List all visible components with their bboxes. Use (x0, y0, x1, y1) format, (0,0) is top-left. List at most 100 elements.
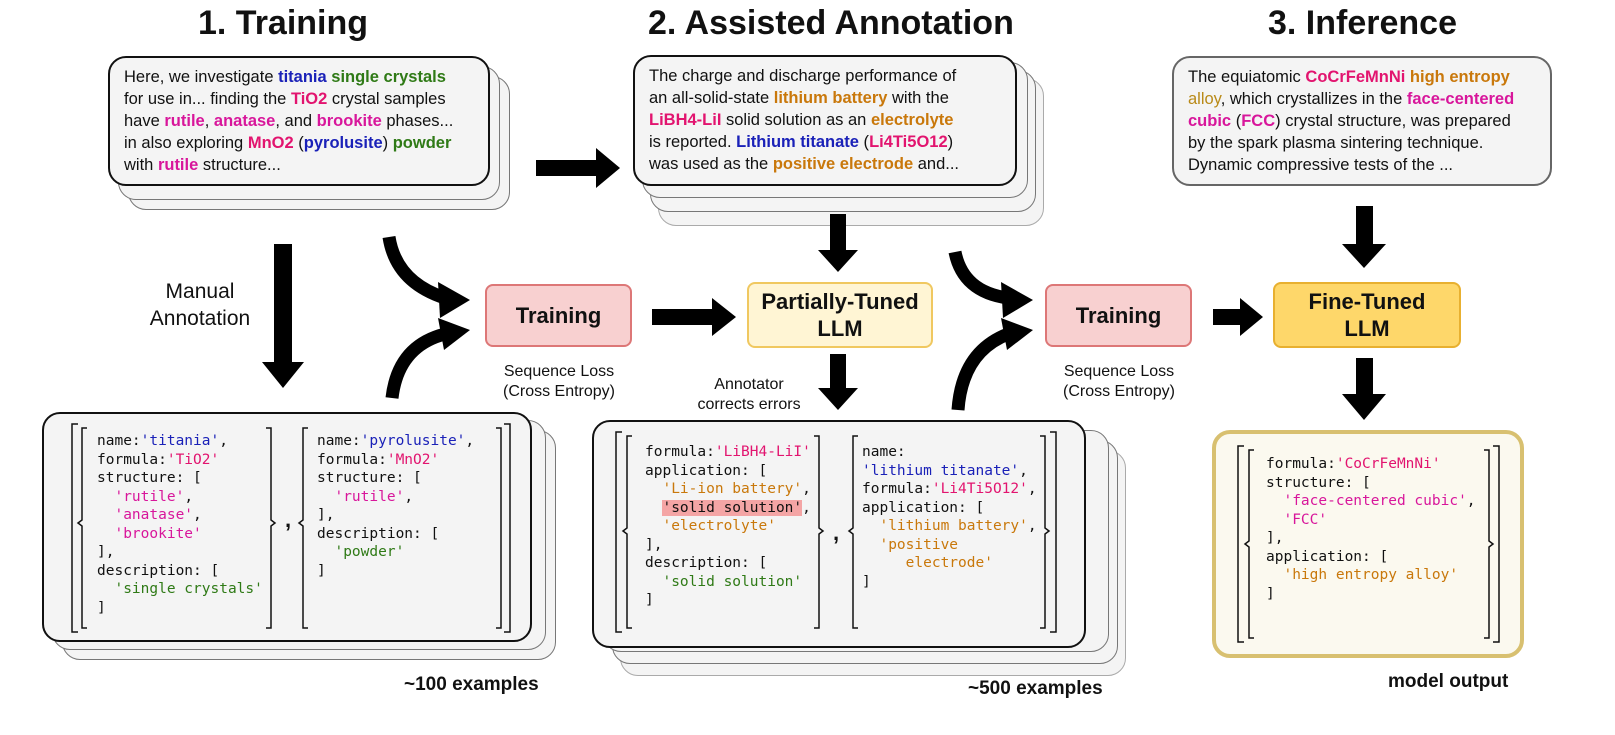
curved-arrow-heads (438, 282, 1033, 350)
text-segment: rutile (157, 156, 199, 174)
text-segment: ], description: [ (645, 536, 768, 571)
text-segment: ] (645, 592, 654, 608)
text-segment: name: (862, 444, 906, 460)
text-segment: 'CoCrFeMnNi' (1335, 456, 1441, 472)
text-segment: , (1466, 493, 1476, 509)
text-segment: 'powder' (334, 544, 405, 560)
text-segment: 'MnO2' (386, 451, 440, 468)
text-segment: , (193, 507, 202, 523)
text-segment: rutile (164, 112, 205, 130)
text-segment: lithium battery (773, 89, 888, 107)
text-segment: , (204, 112, 214, 130)
text-segment: single crystals (331, 68, 446, 86)
text-segment: , ], description: [ (317, 488, 440, 542)
outer-bracket (1050, 431, 1057, 633)
text-segment: crystal samples have (124, 90, 446, 130)
outer-bracket (71, 423, 78, 633)
text-segment: 'TiO2' (166, 451, 220, 468)
curved-arrow-annotation1-training (385, 327, 447, 399)
text-segment: ) (382, 134, 393, 152)
text-segment: 'electrolyte' (662, 518, 776, 534)
inner-bracket (1040, 435, 1051, 629)
text-segment: , (802, 481, 811, 497)
section-title-training: 1. Training (198, 4, 369, 42)
training-passage-text: Here, we investigate titania single crys… (110, 58, 488, 184)
text-segment: ], description: [ (97, 544, 220, 579)
text-segment: 'anatase' (114, 507, 194, 523)
text-segment: ) was used as the (649, 133, 954, 173)
bracket-group (71, 423, 1500, 643)
text-segment: 'LiBH4-LiI' (714, 444, 811, 460)
text-segment: structure: [ (317, 470, 422, 486)
inner-bracket (1484, 449, 1495, 639)
inference-passage-text: The equiatomic CoCrFeMnNi high entropy a… (1174, 58, 1550, 184)
inner-bracket (266, 427, 277, 629)
text-segment: 'solid solution' (662, 499, 803, 516)
text-segment: , (184, 488, 194, 505)
model-output-record: formula:'CoCrFeMnNi' structure: [ 'face-… (1266, 455, 1476, 603)
text-segment: , formula: (97, 433, 228, 468)
arrow-passage-to-partial (818, 214, 858, 272)
section-title-assisted-annotation: 2. Assisted Annotation (648, 4, 1014, 42)
inner-bracket (847, 435, 858, 629)
annotation-record-lithium-titanate: name: 'lithium titanate', formula:'Li4Ti… (862, 443, 1037, 591)
text-segment: name: (97, 433, 141, 449)
curved-arrow-annotation2-training (951, 327, 1011, 411)
text-segment: ] (862, 573, 871, 590)
assisted-passage-text: The charge and discharge performance of … (635, 57, 1015, 183)
outer-bracket (615, 431, 622, 633)
text-segment: ( (293, 134, 304, 152)
arrow-training2-to-finetuned (1213, 298, 1263, 336)
model-output-card (1212, 430, 1524, 658)
text-segment: 'brookite' (114, 525, 202, 542)
text-segment: 'FCC' (1283, 511, 1328, 528)
arrowhead (1001, 318, 1033, 350)
text-segment: 'pyrolusite' (360, 433, 466, 449)
text-segment: with the (892, 89, 949, 107)
inner-bracket (1243, 449, 1254, 639)
text-segment: FCC (1241, 112, 1276, 130)
text-segment: anatase (213, 112, 276, 130)
annotator-label: Annotator corrects errors (697, 376, 801, 413)
record-separator-comma: , (285, 507, 292, 532)
inner-bracket (814, 435, 825, 629)
text-segment: 'rutile' (114, 488, 185, 505)
text-segment: , and (275, 112, 317, 130)
outer-bracket (504, 423, 511, 633)
arrow-partial-to-annotation (818, 354, 858, 410)
text-segment: alloy (1188, 90, 1221, 108)
text-segment: ] (317, 562, 326, 579)
text-segment: name: (317, 433, 361, 449)
text-segment: formula: (1266, 456, 1336, 472)
text-segment: cubic (1188, 112, 1232, 130)
manual-annotation-label: Manual Annotation (149, 280, 251, 330)
arrow-finetuned-to-output (1342, 358, 1386, 420)
text-segment: structure: [ (97, 470, 202, 486)
text-segment: 'Li-ion battery' (662, 481, 803, 497)
model-output-label: model output (1388, 671, 1509, 692)
text-segment: titania (278, 68, 327, 86)
arrowhead (438, 318, 470, 350)
text-segment: structure... (198, 156, 281, 174)
text-segment: The charge and discharge performance of … (649, 67, 957, 107)
inner-bracket (76, 427, 87, 629)
text-segment: 'rutile' (334, 488, 405, 505)
text-segment: LiBH4-LiI (649, 111, 722, 129)
text-segment: application: [ (645, 462, 768, 479)
text-segment: 'lithium titanate' (862, 462, 1020, 479)
inference-passage-card: The equiatomic CoCrFeMnNi high entropy a… (1172, 56, 1552, 186)
annotation-record-titania: name:'titania', formula:'TiO2' structure… (97, 432, 263, 617)
text-segment: ( (1231, 112, 1242, 130)
record-separator-comma: , (833, 520, 840, 545)
arrow-training-to-partial (652, 298, 736, 336)
text-segment: , formula: (862, 462, 1028, 498)
text-segment: Here, we investigate (124, 68, 279, 86)
annotation-record-libh4: formula:'LiBH4-LiI' application: [ 'Li-i… (645, 443, 811, 610)
section-title-inference: 3. Inference (1268, 4, 1457, 42)
text-segment: 'lithium battery' (879, 518, 1028, 534)
text-segment: for use in... finding the (124, 90, 287, 108)
sequence-loss-label-2: Sequence Loss (Cross Entropy) (1062, 363, 1176, 400)
partially-tuned-llm-box: Partially-Tuned LLM (747, 282, 933, 348)
text-segment: pyrolusite (303, 134, 383, 152)
